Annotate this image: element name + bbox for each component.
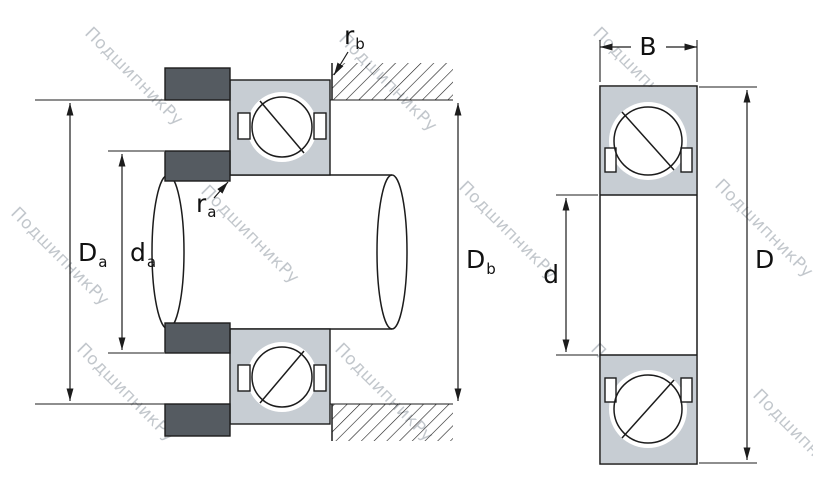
cage-pocket	[604, 377, 617, 403]
dimension-Db: Db	[454, 103, 496, 401]
shaft-end-left-ellipse	[151, 174, 185, 330]
ball-contact-line	[259, 100, 305, 154]
watermark: ПодшипникРу	[748, 385, 813, 492]
spacer-outer-bottom	[164, 403, 231, 437]
leader-ra: ra	[196, 181, 229, 221]
spacer-outer-top	[164, 67, 231, 101]
label-d: d	[543, 260, 559, 289]
ball	[251, 96, 313, 158]
cage-pocket	[237, 364, 251, 392]
spacer-rings	[164, 67, 231, 437]
spacer-inner-bottom	[164, 322, 231, 354]
cage-pocket	[680, 377, 693, 403]
cage-pocket	[313, 364, 327, 392]
housing-section-hatched	[331, 63, 453, 441]
cage-pocket	[604, 147, 617, 173]
shaft-end-right-ellipse	[376, 174, 408, 330]
leader-rb: rb	[333, 21, 365, 76]
label-Da: Da	[78, 238, 107, 271]
ball	[251, 346, 313, 408]
right-view: B d D	[543, 32, 774, 465]
ball-contact-line	[621, 111, 675, 171]
label-rb: rb	[344, 21, 365, 53]
watermark: ПодшипникРу	[72, 339, 179, 446]
housing-hatch-bottom	[332, 404, 453, 441]
dimension-Da: Da	[66, 103, 107, 401]
dimension-D: D	[699, 86, 774, 464]
cage-pocket	[237, 112, 251, 140]
dimension-da: da	[118, 154, 156, 350]
dimension-B: B	[599, 32, 698, 82]
cage-pocket	[313, 112, 327, 140]
bearing-top-section	[229, 79, 331, 176]
label-da: da	[130, 238, 156, 271]
leader-line	[333, 51, 349, 76]
bearing-bottom-section	[229, 328, 331, 425]
dimension-d: d	[543, 194, 598, 356]
ball	[613, 374, 683, 444]
label-B: B	[639, 32, 656, 61]
watermark: ПодшипникРу	[196, 181, 303, 288]
bearing-section	[599, 85, 698, 465]
label-Db: Db	[466, 245, 496, 278]
bearing-outline	[599, 85, 698, 465]
label-ra: ra	[196, 189, 216, 221]
left-view: Da da Db ra rb	[35, 21, 496, 441]
ball-contact-line	[259, 350, 305, 404]
label-D: D	[755, 245, 774, 274]
spacer-inner-top	[164, 150, 231, 182]
cage-pocket	[680, 147, 693, 173]
leader-line	[213, 181, 229, 199]
ball-contact-line	[621, 379, 675, 439]
ball	[613, 106, 683, 176]
housing-hatch-top	[332, 63, 453, 100]
